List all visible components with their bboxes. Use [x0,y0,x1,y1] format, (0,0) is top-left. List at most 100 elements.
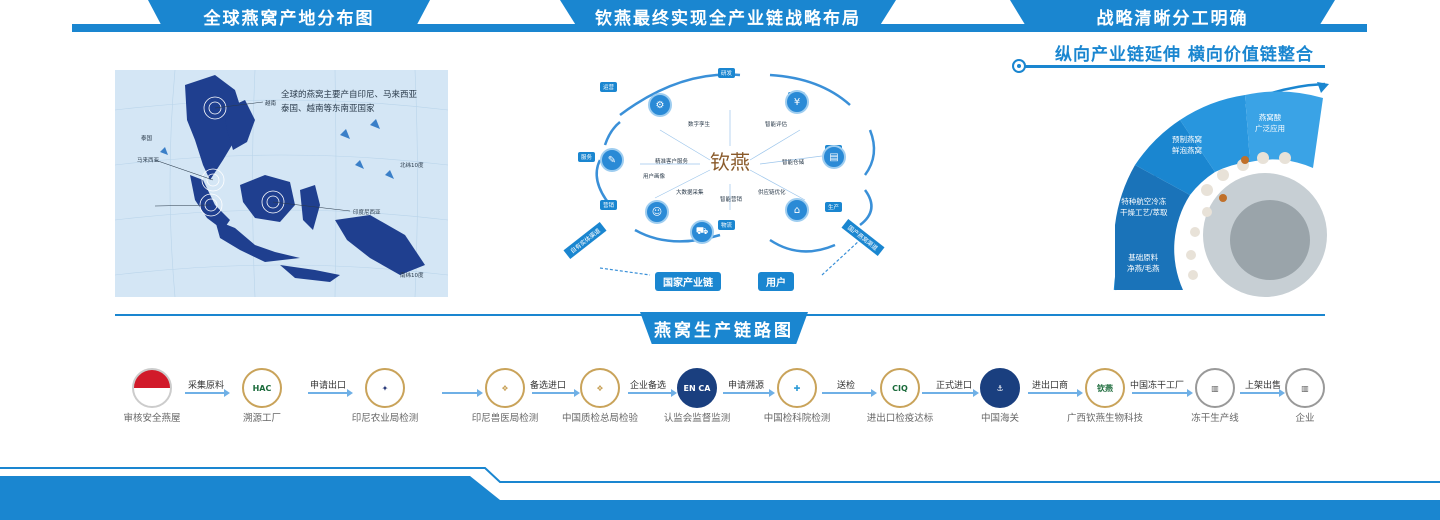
chain-node-4: 印尼兽医局检测 [471,413,539,424]
segment-raw-line2: 净燕/毛燕 [1127,264,1160,273]
chain-step-2: 申请出口 [309,381,347,391]
chain-arrow [922,389,979,397]
inner-label-d: 智能仓储 [782,160,805,166]
chain-node-2: 溯源工厂 [242,413,282,424]
division-line [1015,65,1325,68]
node-rd: 研发 [718,68,736,78]
chain-node-6: 认监会监督监测 [663,413,731,424]
label-indonesia: 印度尼西亚 [353,210,381,216]
chain-logo-10: 钦燕 [1085,368,1125,408]
chain-arrow [185,389,230,397]
map-caption-line2: 泰国、越南等东南亚国家 [281,104,375,114]
segment-prepared-line1: 预制燕窝 [1172,135,1202,144]
chain-step-8: 进出口商 [1031,381,1069,391]
chain-logo-8: CIQ [880,368,920,408]
national-chain-pill: 国家产业链 [655,272,721,291]
chain-logo-3: ✦ [365,368,405,408]
factory-icon: ⌂ [785,198,809,222]
inner-label-e: 精准客户服务 [655,159,689,165]
clipboard-icon: ✎ [600,148,624,172]
chain-node-10: 广西钦燕生物科技 [1066,413,1144,424]
chain-logo-5: ❖ [580,368,620,408]
tab-map-title: 全球燕窝产地分布图 [148,0,430,32]
node-logistics: 物流 [718,220,736,230]
chain-logo-7: ✚ [777,368,817,408]
chain-node-11: 冻干生产线 [1191,413,1239,424]
chain-step-7: 正式进口 [935,381,973,391]
node-marketing: 营销 [600,200,618,210]
segment-prepared-line2: 鲜泡燕窝 [1172,146,1202,155]
chain-step-9: 中国冻干工厂 [1129,381,1185,391]
center-brand-logo: 钦燕 [710,150,750,174]
chain-arrow [1240,389,1285,397]
label-thailand: 泰国 [141,136,153,142]
chain-step-1: 采集原料 [187,381,225,391]
tech-icon: ▤ [822,145,846,169]
label-malaysia: 马来西亚 [137,158,160,164]
tab-division-title: 战略清晰分工明确 [1010,0,1335,32]
chain-arrow [723,389,775,397]
chain-node-8: 进出口检疫达标 [866,413,934,424]
chain-step-4: 企业备选 [629,381,667,391]
chain-node-3: 印尼农业局检测 [351,413,419,424]
finance-icon: ¥ [785,90,809,114]
chain-logo-1 [132,368,172,408]
chain-step-10: 上架出售 [1244,381,1282,391]
label-lat-south: 南纬10度 [400,273,424,279]
inner-label-g: 智能营销 [720,197,743,203]
distribution-map: 全球的燕窝主要产自印尼、马来西亚 泰国、越南等东南亚国家 越南 泰国 马来西亚 … [115,70,448,297]
node-operation: 运营 [600,82,618,92]
segment-acid: 燕窝酸 广泛应用 [1255,112,1285,134]
inner-label-f: 大数据采集 [676,190,704,196]
chain-arrow [822,389,877,397]
segment-prepared: 预制燕窝 鲜泡燕窝 [1172,134,1202,156]
tab-strategy-title: 钦燕最终实现全产业链战略布局 [560,0,896,32]
chain-arrow [442,389,483,397]
chain-logo-6: EN CA [677,368,717,408]
map-graphic [115,70,448,297]
truck-icon: ⛟ [690,220,714,244]
chain-arrow [1028,389,1083,397]
chain-arrow [532,389,580,397]
chain-arrow [1132,389,1193,397]
segment-acid-line2: 广泛应用 [1255,124,1285,133]
division-subtitle: 纵向产业链延伸 横向价值链整合 [1055,45,1314,65]
production-title: 燕窝生产链路图 [640,312,808,344]
chain-step-6: 送检 [836,381,856,391]
segment-freeze: 特种航空冷冻 干燥工艺/萃取 [1120,196,1168,218]
chain-logo-11: ▥ [1195,368,1235,408]
chain-node-12: 企业 [1295,413,1315,424]
segment-raw: 基础原料 净燕/毛燕 [1127,252,1160,274]
inner-label-h: 供应链优化 [758,190,786,196]
inner-label-a: 数字孪生 [688,122,711,128]
map-caption-line1: 全球的燕窝主要产自印尼、马来西亚 [281,90,418,100]
user-icon: ☺ [645,200,669,224]
segment-freeze-line2: 干燥工艺/萃取 [1120,208,1168,217]
chain-node-9: 中国海关 [980,413,1020,424]
node-sales: 服务 [578,152,596,162]
chain-logo-4: ❖ [485,368,525,408]
user-pill: 用户 [758,272,794,291]
segment-acid-line1: 燕窝酸 [1258,113,1282,122]
label-vietnam: 越南 [265,101,277,107]
value-chain-diagram [1113,82,1329,297]
chain-logo-12: ▥ [1285,368,1325,408]
footer-band [0,467,1440,520]
chain-step-5: 申请溯源 [727,381,765,391]
segment-raw-line1: 基础原料 [1128,253,1159,262]
chain-logo-9: ⚓ [980,368,1020,408]
node-production: 生产 [825,202,843,212]
inner-label-b: 智能评估 [765,122,788,128]
map-caption: 全球的燕窝主要产自印尼、马来西亚 泰国、越南等东南亚国家 [281,88,441,116]
chain-step-3: 备选进口 [529,381,567,391]
strategy-diagram: 钦燕 研发 金融 溯源 生产 物流 营销 服务 运营 ⚙ ¥ ▤ ⌂ ⛟ ☺ ✎… [560,60,910,295]
strategy-loop [595,73,876,276]
segment-freeze-line1: 特种航空冷冻 [1121,197,1167,206]
chain-node-7: 中国检科院检测 [763,413,831,424]
label-lat-north: 北纬10度 [400,163,424,169]
chain-node-1: 审核安全燕屋 [123,413,181,424]
operation-icon: ⚙ [648,93,672,117]
chain-node-5: 中国质检总局检验 [561,413,639,424]
chain-arrow [308,389,353,397]
chain-arrow [628,389,677,397]
